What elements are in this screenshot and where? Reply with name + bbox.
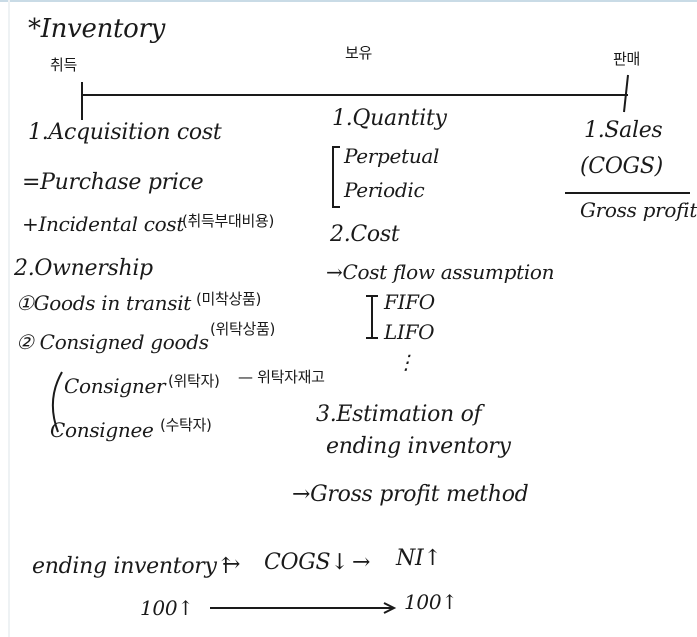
consignee: Consignee (50, 418, 154, 442)
fifo: FIFO (384, 290, 435, 314)
consignee-kr: (수탁자) (160, 416, 212, 434)
arrow-2: → (352, 550, 371, 575)
cost: 2.Cost (330, 222, 400, 247)
purchase-price: =Purchase price (22, 170, 204, 195)
consign-bracket (51, 371, 63, 433)
quantity: 1.Quantity (332, 106, 447, 131)
ownership: 2.Ownership (14, 256, 153, 281)
inventory-title: *Inventory (28, 14, 166, 44)
page-left-edge (8, 0, 10, 637)
incidental-cost-kr: (취득부대비용) (182, 212, 275, 230)
cost-flow-assumption: →Cost flow assumption (326, 260, 555, 284)
left-100: 100↑ (140, 596, 194, 620)
timeline-label-acquire: 취득 (50, 56, 78, 74)
estimation-line-2: ending inventory (326, 434, 511, 459)
goods-in-transit-kr: (미착상품) (196, 290, 262, 308)
arrow-1: → (222, 552, 241, 577)
gross-profit-method: →Gross profit method (292, 482, 529, 507)
timeline-label-sell: 판매 (613, 50, 641, 68)
timeline-label-hold: 보유 (345, 44, 373, 62)
right-100: 100↑ (404, 590, 458, 614)
gross-profit: Gross profit (580, 198, 697, 222)
estimation-line-1: 3.Estimation of (316, 402, 482, 427)
consigned-goods: ② Consigned goods (16, 330, 209, 354)
incidental-cost: +Incidental cost (22, 212, 185, 236)
sales: 1.Sales (584, 118, 663, 143)
more-methods-dots: ⋮ (396, 350, 416, 374)
net-income-up: NI↑ (396, 546, 442, 571)
consigner: Consigner (64, 374, 166, 398)
lifo: LIFO (384, 320, 435, 344)
acquisition-cost: 1.Acquisition cost (28, 120, 222, 145)
bottom-arrow-head (383, 602, 397, 614)
consigned-goods-kr: (위탁상품) (210, 320, 276, 338)
goods-in-transit: ①Goods in transit (16, 291, 192, 315)
timeline-tick-right (623, 74, 629, 113)
page-top-edge (0, 0, 697, 6)
consigner-kr: (위탁자) (168, 372, 220, 390)
ending-inventory: ending inventory↑ (32, 554, 235, 579)
perpetual: Perpetual (344, 144, 440, 168)
cogs: (COGS) (580, 154, 663, 179)
quantity-bracket (332, 146, 340, 208)
periodic: Periodic (344, 178, 425, 202)
consigner-inventory-note: — 위탁자재고 (238, 368, 325, 386)
cogs-down: COGS↓ (264, 550, 349, 575)
